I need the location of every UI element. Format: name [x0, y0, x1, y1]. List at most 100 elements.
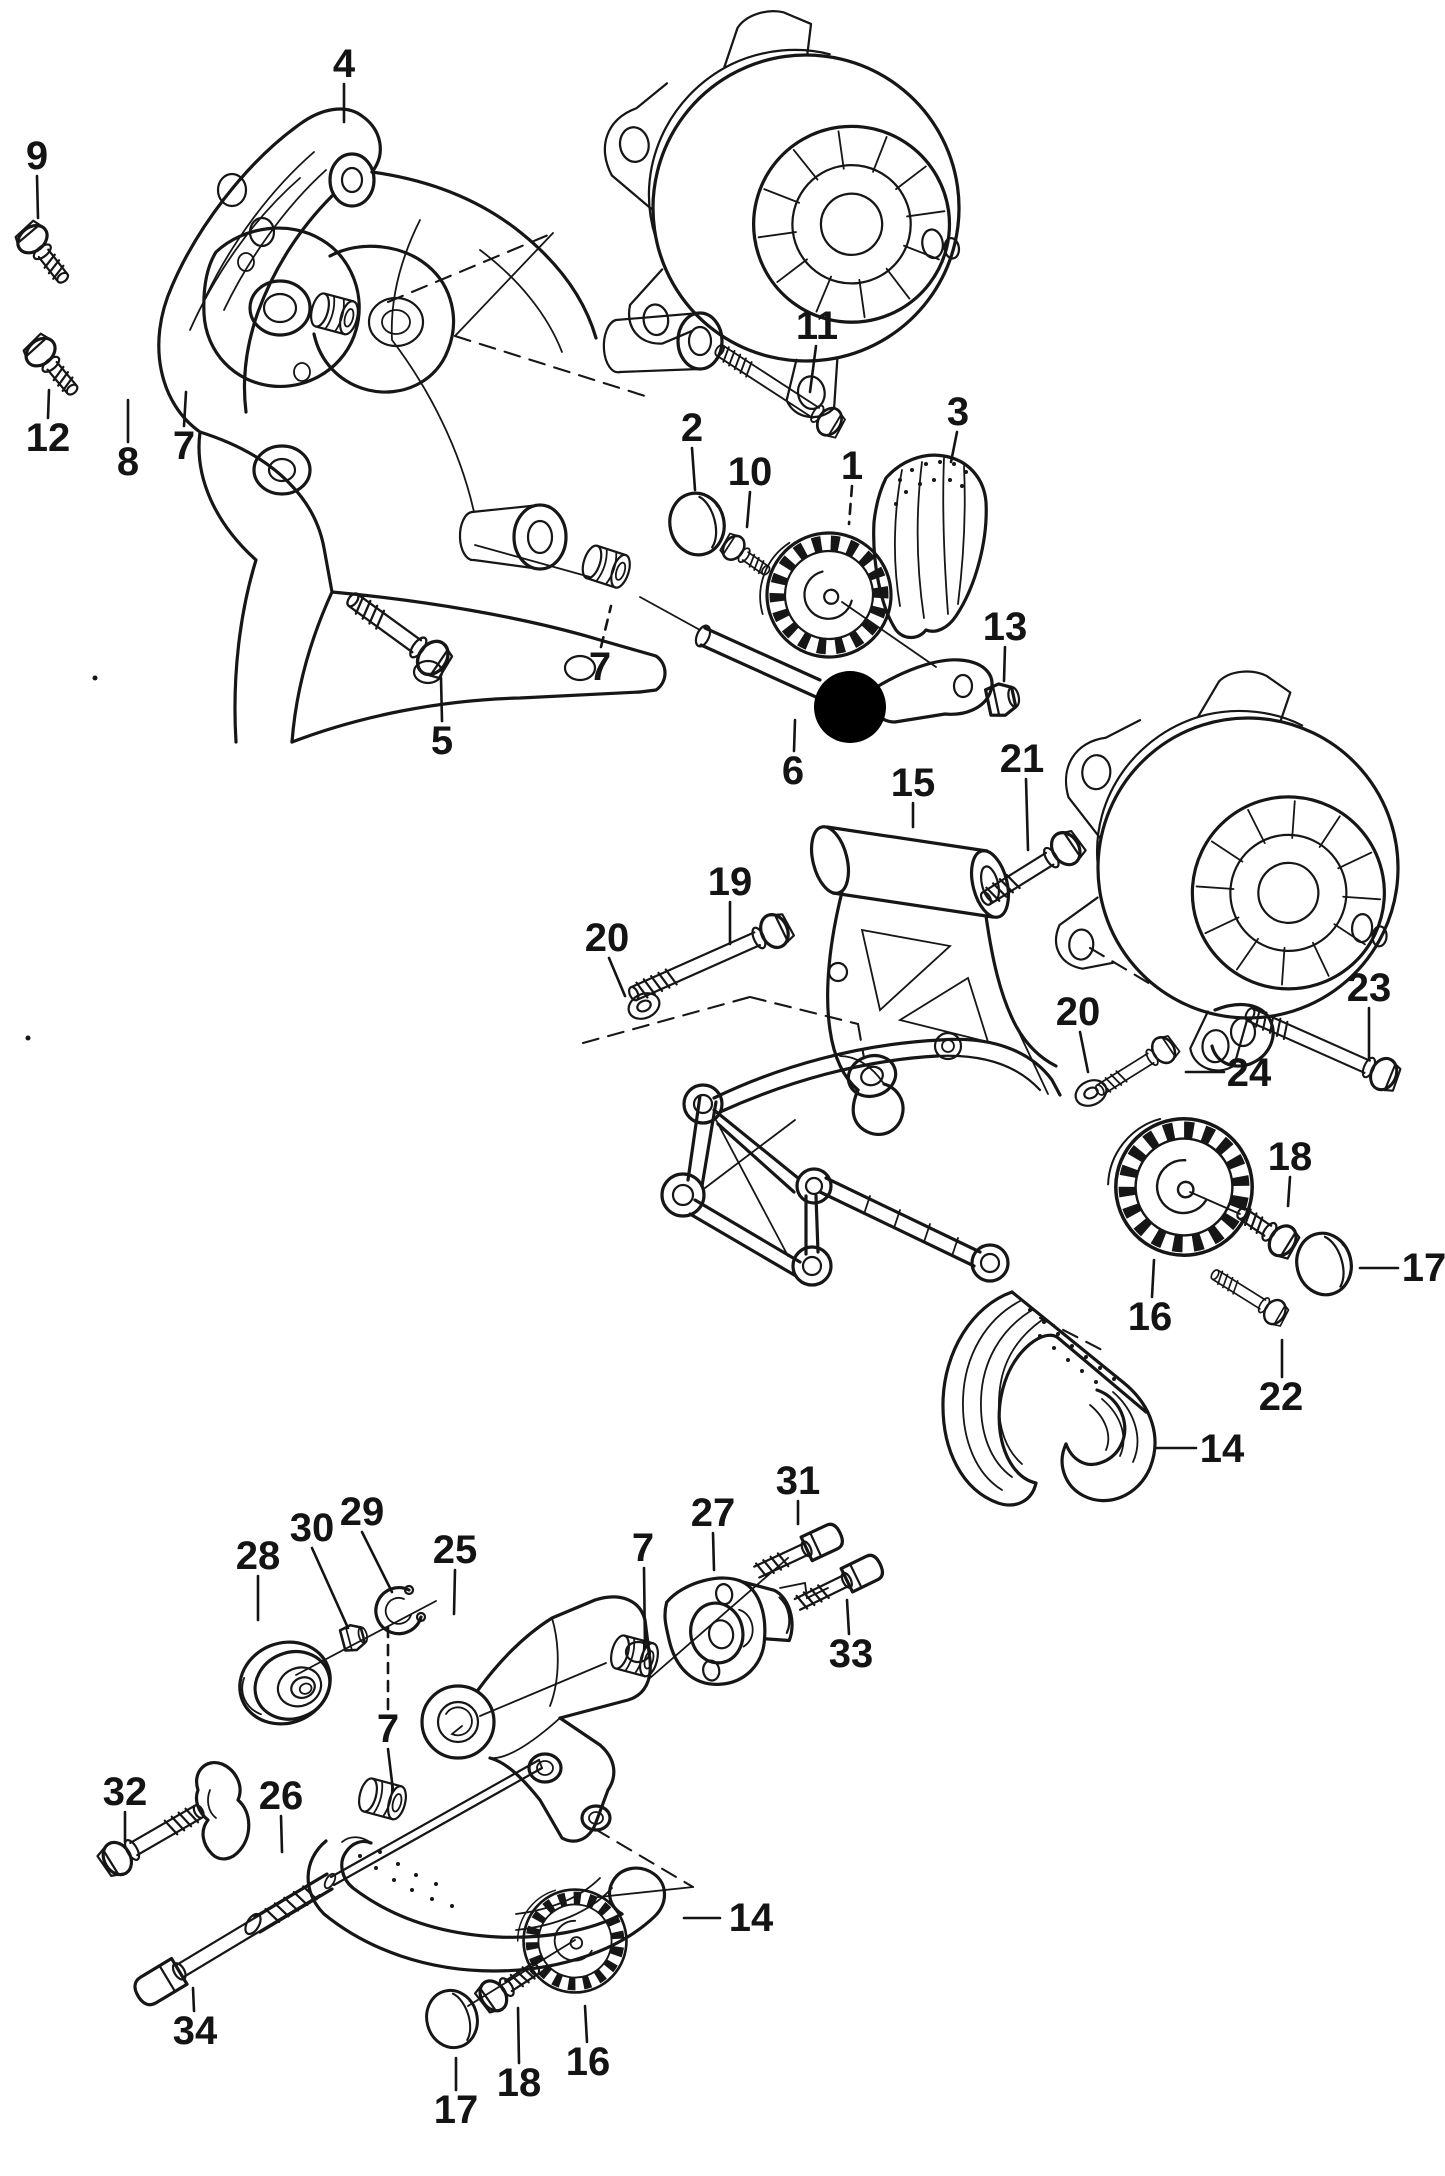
bolt-12: [17, 329, 89, 405]
belt-guard-3: [872, 453, 988, 640]
callout-25: 25: [433, 1528, 478, 1616]
callout-number: 6: [782, 749, 804, 793]
bushing-7-damper: [606, 1632, 663, 1680]
belt-texture-dots: [358, 1850, 454, 1908]
callout-8: 8: [117, 398, 139, 484]
nut-13: [983, 678, 1024, 720]
callout-leader: [310, 1546, 350, 1630]
callout-leader: [191, 1986, 196, 2013]
callout-18: 18: [1268, 1135, 1313, 1208]
callout-leader: [599, 604, 613, 649]
callout-number: 7: [173, 424, 195, 468]
nut-30: [338, 1620, 372, 1655]
callout-number: 32: [103, 1770, 148, 1814]
callout-number: 1: [841, 444, 863, 488]
print-speck: [25, 1035, 31, 1041]
callout-leader: [1286, 1175, 1292, 1208]
bolt-9: [9, 216, 80, 293]
callout-number: 9: [26, 134, 48, 178]
bolt-31: [749, 1519, 848, 1586]
callout-17: 17: [434, 2056, 479, 2132]
callout-number: 30: [290, 1506, 335, 1550]
callout-number: 7: [377, 1707, 399, 1751]
callout-number: 22: [1259, 1375, 1304, 1419]
bracket-4-boss-right: [602, 311, 724, 374]
callout-leader: [1002, 645, 1007, 683]
alternator-top: [603, 10, 961, 419]
callout-19: 19: [708, 860, 753, 946]
callout-23: 23: [1347, 966, 1391, 1062]
callout-34: 34: [173, 1986, 218, 2053]
belt-guard-texture-dots: [894, 460, 968, 506]
callout-leader: [745, 490, 752, 529]
support-bracket-15: [809, 825, 1058, 1136]
callout-number: 27: [691, 1491, 736, 1535]
assembly-axis-lines-middle: [1189, 1191, 1241, 1215]
callout-7: 7: [632, 1526, 654, 1650]
callout-number: 18: [1268, 1135, 1313, 1179]
callout-number: 16: [566, 2040, 611, 2084]
retaining-strap-32: [194, 1761, 251, 1861]
callout-leader: [949, 430, 959, 464]
callout-27: 27: [691, 1491, 736, 1572]
callout-7: 7: [589, 604, 613, 689]
callout-number: 20: [1056, 990, 1101, 1034]
callout-number: 20: [585, 916, 630, 960]
callout-7: 7: [173, 390, 195, 468]
callout-number: 18: [497, 2061, 542, 2105]
callout-11: 11: [796, 304, 838, 394]
callout-16: 16: [566, 2004, 611, 2084]
callout-number: 17: [434, 2088, 479, 2132]
callout-14: 14: [1155, 1427, 1245, 1471]
callout-number: 25: [433, 1528, 478, 1572]
bolt-22: [1204, 1261, 1293, 1331]
callout-leader: [792, 718, 797, 753]
callout-number: 14: [729, 1896, 774, 1940]
mounting-bracket-4: [157, 107, 724, 744]
section-divider-dashes-bottom: [593, 1827, 695, 1889]
callout-22: 22: [1259, 1338, 1304, 1419]
callout-number: 16: [1128, 1295, 1173, 1339]
callout-14: 14: [682, 1896, 774, 1940]
callout-6: 6: [782, 718, 804, 793]
callout-30: 30: [290, 1506, 350, 1630]
section-divider-dashes-top: [386, 231, 647, 398]
callout-33: 33: [829, 1598, 874, 1676]
callout-leader: [607, 956, 627, 998]
callout-leader: [845, 1598, 851, 1636]
callout-number: 31: [776, 1459, 821, 1503]
alternator-middle: [1055, 670, 1400, 1072]
grooved-pulley-28: [238, 1640, 332, 1726]
callout-number: 2: [681, 406, 703, 450]
callout-leader: [1078, 1030, 1090, 1074]
bolt-19: [621, 907, 798, 1013]
callout-3: 3: [947, 390, 969, 464]
callout-number: 26: [259, 1774, 304, 1818]
callout-leader: [35, 174, 40, 220]
callout-number: 19: [708, 860, 753, 904]
callout-number: 4: [333, 42, 356, 86]
callout-leader: [360, 1530, 394, 1594]
callout-number: 12: [26, 416, 71, 460]
callout-31: 31: [776, 1459, 821, 1526]
callout-number: 14: [1200, 1427, 1245, 1471]
callout-number: 33: [829, 1632, 874, 1676]
assembly-bottom: [93, 1519, 888, 2055]
callout-number: 11: [796, 304, 838, 348]
alternator-fan-spokes: [757, 130, 946, 319]
callout-number: 21: [1000, 737, 1045, 781]
callout-leader: [808, 344, 818, 394]
callout-32: 32: [103, 1770, 148, 1844]
assembly-axis-lines-top: [454, 232, 937, 668]
callout-1: 1: [841, 444, 863, 526]
callout-leader: [1150, 1258, 1156, 1299]
tensioner-pulley-16-middle: [1096, 1105, 1265, 1268]
callout-leader: [583, 2004, 589, 2044]
tensioner-bracket-8: [202, 226, 456, 394]
callout-leader: [46, 388, 51, 420]
ribbed-belt-14-middle: [941, 1290, 1157, 1507]
callout-10: 10: [728, 450, 772, 529]
